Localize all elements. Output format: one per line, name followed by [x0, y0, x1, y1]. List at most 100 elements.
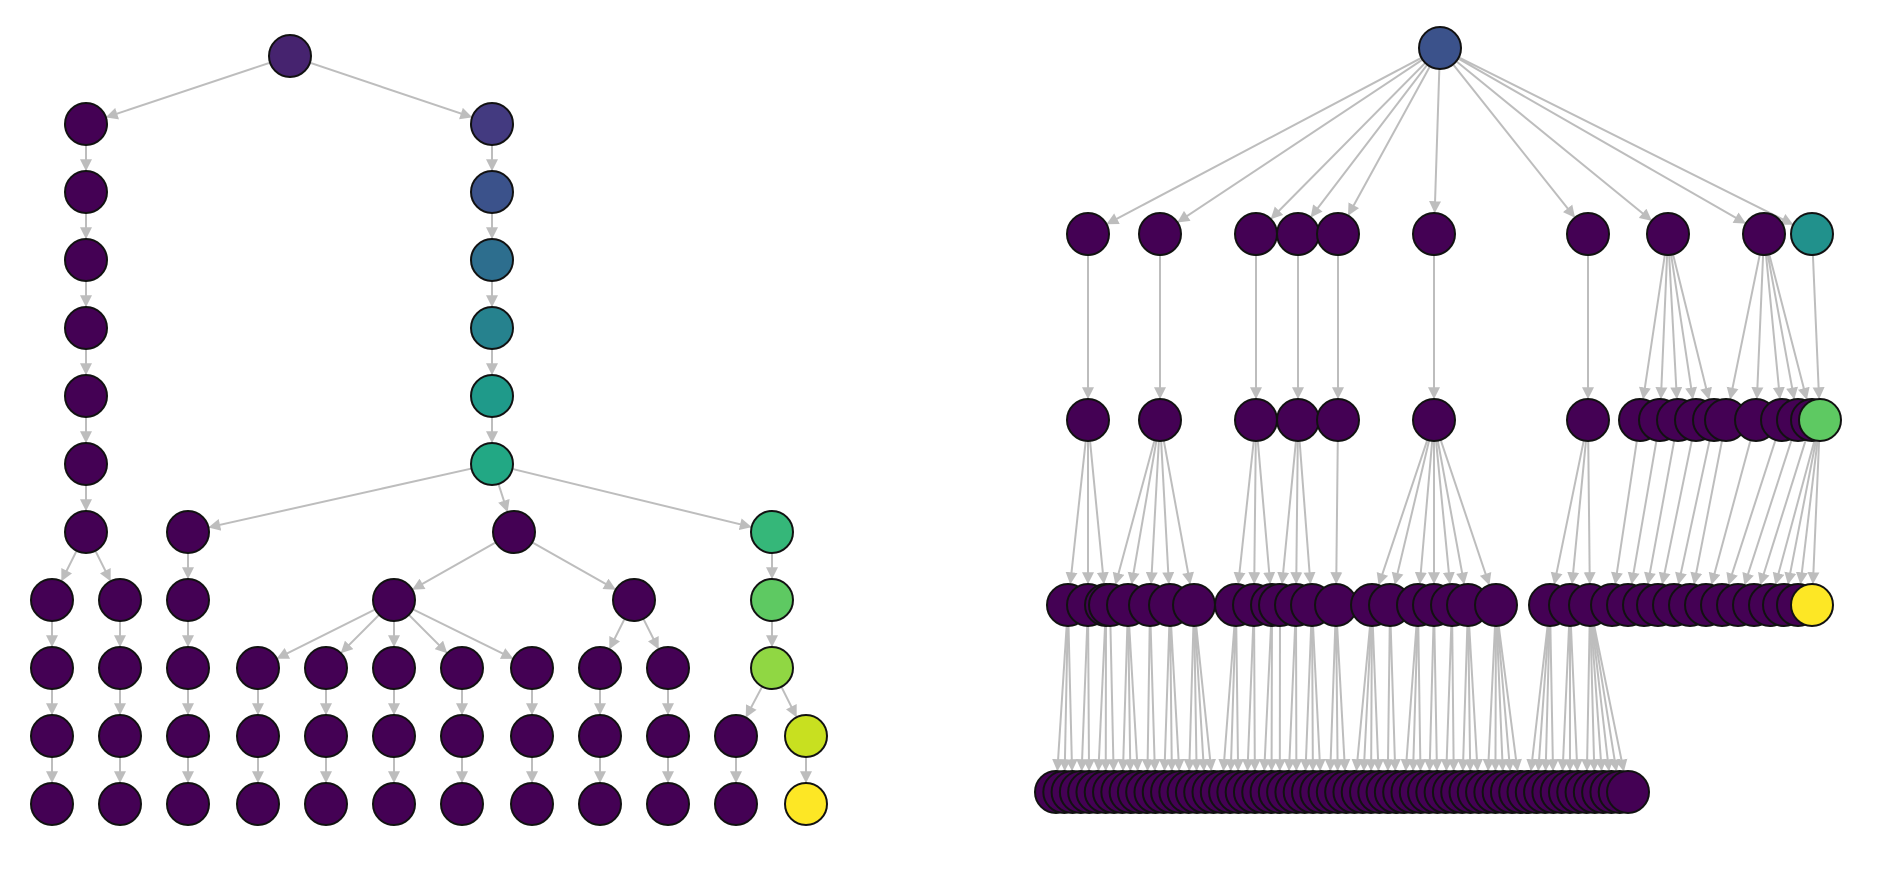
left-tree-node: [750, 578, 794, 622]
right-tree-edge: [1306, 625, 1319, 772]
left-tree-node: [304, 714, 348, 758]
right-tree-node: [1566, 212, 1610, 256]
right-tree-edge: [1435, 440, 1455, 585]
right-tree-edge: [1807, 440, 1821, 585]
left-tree-edge: [309, 61, 473, 120]
right-tree-edge: [1592, 625, 1621, 772]
left-tree-node: [470, 170, 514, 214]
left-tree-node: [492, 510, 536, 554]
right-tree-node: [1412, 212, 1456, 256]
left-tree-edge: [412, 541, 497, 591]
right-tree-edge: [1414, 625, 1427, 772]
right-tree-edge: [1533, 625, 1550, 772]
left-tree-edge: [780, 686, 798, 718]
left-tree-node: [372, 782, 416, 826]
left-tree-node: [98, 782, 142, 826]
right-tree-edge: [1371, 625, 1385, 772]
left-tree-node: [166, 714, 210, 758]
left-tree-node: [750, 510, 794, 554]
right-tree-edge: [1768, 254, 1810, 400]
right-tree-edge: [1439, 439, 1492, 586]
right-tree-node-green: [1798, 398, 1842, 442]
left-tree-node: [98, 714, 142, 758]
left-tree-node: [612, 578, 656, 622]
left-tree-node: [268, 34, 312, 78]
right-tree-node-yellow: [1790, 583, 1834, 627]
right-tree-edge: [1283, 625, 1297, 772]
left-tree-node: [440, 782, 484, 826]
right-tree-edge: [1170, 625, 1185, 772]
right-tree-edge: [1457, 57, 1746, 224]
right-tree-edge: [1795, 440, 1819, 585]
right-tree-edge: [1742, 439, 1793, 586]
left-tree-node: [304, 782, 348, 826]
right-tree-node: [1474, 583, 1518, 627]
right-tree-node: [1790, 212, 1834, 256]
right-tree-edge: [1429, 68, 1442, 214]
right-tree-edge: [1655, 254, 1669, 400]
right-tree-edge: [1299, 625, 1313, 772]
right-tree-edge: [1758, 439, 1807, 586]
right-tree-edge: [1638, 254, 1666, 400]
left-tree-edge: [276, 608, 376, 660]
right-tree-panel: [1034, 26, 1842, 814]
left-tree-edge: [512, 467, 752, 531]
left-tree-node: [236, 782, 280, 826]
left-tree-node: [470, 442, 514, 486]
right-tree-edge: [1407, 625, 1420, 772]
right-tree-edge: [1089, 440, 1109, 585]
right-tree-node: [1742, 212, 1786, 256]
left-tree-edge: [60, 550, 78, 582]
right-tree-edge: [1358, 625, 1372, 772]
right-tree-edge: [1117, 625, 1130, 772]
right-tree-edge: [1218, 625, 1236, 772]
left-tree-node: [166, 646, 210, 690]
left-tree-node: [440, 714, 484, 758]
left-tree-edge: [497, 483, 510, 513]
right-tree-leaf-node: [1606, 770, 1650, 814]
left-tree-node: [30, 578, 74, 622]
right-tree-edge: [1430, 625, 1443, 772]
right-tree-edge: [1772, 440, 1816, 585]
right-tree-edge: [1127, 440, 1158, 585]
left-tree-node: [64, 374, 108, 418]
right-tree-node: [1066, 398, 1110, 442]
right-tree-edge: [1076, 625, 1089, 772]
right-tree-edge: [1298, 440, 1316, 585]
left-tree-edge: [745, 686, 764, 718]
left-tree-edge: [608, 618, 626, 650]
left-tree-node: [64, 238, 108, 282]
left-tree-node: [578, 782, 622, 826]
right-tree-edge: [1708, 440, 1752, 585]
right-tree-edge: [1351, 625, 1372, 772]
left-tree-node: [646, 782, 690, 826]
right-tree-node: [1418, 26, 1462, 70]
right-tree-edge: [1382, 625, 1395, 772]
right-tree-edge: [1183, 625, 1196, 772]
right-tree-edge: [1590, 625, 1607, 772]
right-tree-edge: [1447, 625, 1460, 772]
right-tree-edge: [1112, 440, 1156, 585]
right-tree-edge: [1233, 440, 1255, 585]
right-tree-node: [1066, 212, 1110, 256]
right-tree-edge: [1495, 625, 1509, 772]
right-tree-edge: [1464, 625, 1477, 772]
right-tree-edge: [1376, 439, 1429, 586]
right-tree-edge: [1388, 625, 1401, 772]
left-tree-edge: [412, 608, 514, 660]
left-tree-edge: [105, 61, 271, 120]
right-tree-edge: [1158, 625, 1171, 772]
right-tree-edge: [1400, 625, 1418, 772]
left-tree-node: [166, 510, 210, 554]
left-tree-node: [372, 714, 416, 758]
right-tree-edge: [1277, 440, 1297, 585]
right-tree-edge: [1128, 625, 1143, 772]
right-tree-edge: [1557, 625, 1571, 772]
right-tree-node: [1566, 398, 1610, 442]
left-tree-node: [372, 646, 416, 690]
right-tree-edge: [1468, 625, 1483, 772]
left-tree-node: [646, 646, 690, 690]
right-tree-edge: [1726, 254, 1761, 400]
right-tree-edge: [1569, 625, 1583, 772]
